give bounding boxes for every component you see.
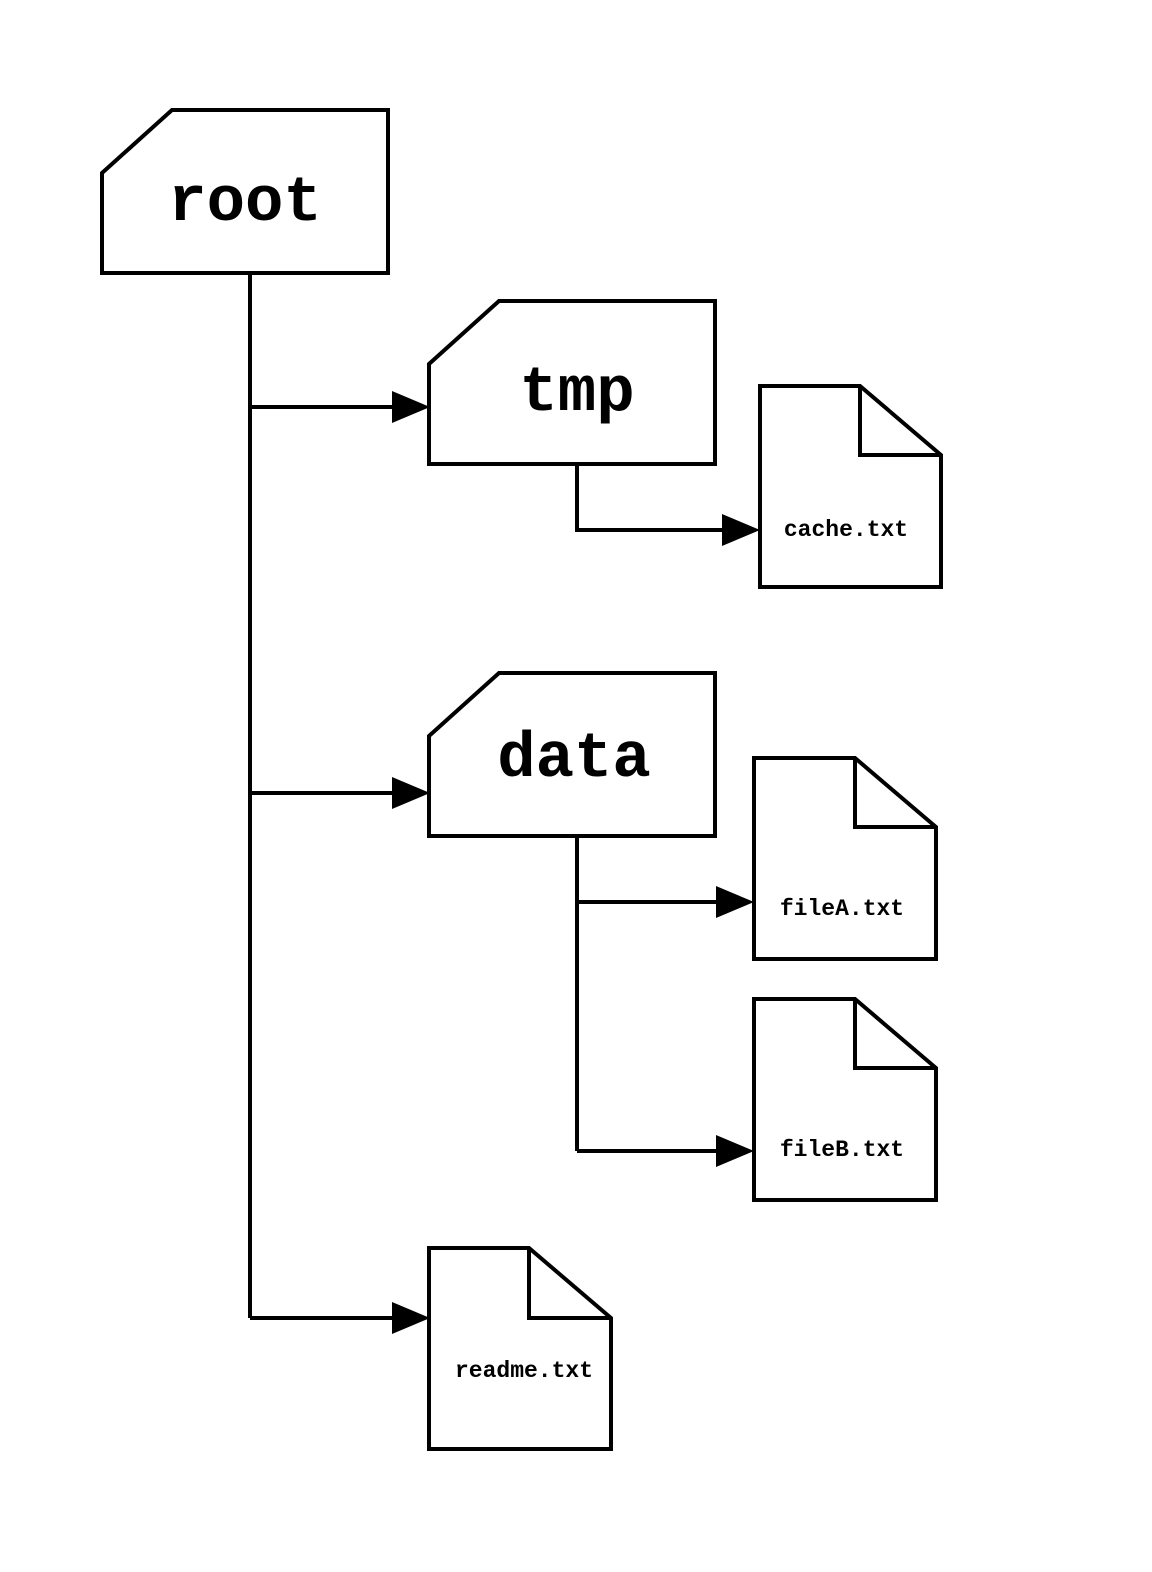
edge-tmp-cache — [575, 464, 760, 546]
folder-label-tmp: tmp — [519, 358, 634, 430]
connectors — [248, 273, 760, 1334]
folder-icon — [100, 108, 390, 275]
file-icon — [752, 756, 938, 961]
file-node-readme: readme.txt — [427, 1246, 613, 1451]
edge-tmp-cache-line — [575, 464, 724, 532]
file-node-fileA: fileA.txt — [752, 756, 938, 961]
edge-root-tmp-arrowhead — [392, 391, 430, 423]
file-fold-corner — [853, 999, 936, 1070]
folder-node-tmp: tmp — [427, 299, 717, 466]
edge-root-tmp — [250, 391, 430, 423]
file-label-readme: readme.txt — [455, 1358, 593, 1384]
file-node-fileB: fileB.txt — [752, 997, 938, 1202]
file-label-fileB: fileB.txt — [780, 1137, 904, 1163]
file-node-cache: cache.txt — [758, 384, 943, 589]
edge-root-readme — [250, 1302, 430, 1334]
file-icon — [758, 384, 943, 589]
edge-data-fileA — [577, 886, 754, 918]
edge-root-data — [250, 777, 430, 809]
edge-tmp-cache-arrowhead — [722, 514, 760, 546]
file-icon — [427, 1246, 613, 1451]
folder-label-data: data — [497, 724, 651, 796]
folder-node-data: data — [427, 671, 717, 838]
edge-root-data-arrowhead — [392, 777, 430, 809]
edge-data-fileB-arrowhead — [716, 1135, 754, 1167]
file-fold-corner — [853, 758, 936, 829]
folder-icon — [427, 671, 717, 838]
file-label-fileA: fileA.txt — [780, 896, 904, 922]
edge-root-readme-arrowhead — [392, 1302, 430, 1334]
file-label-cache: cache.txt — [784, 517, 908, 543]
edge-data-fileB — [577, 1135, 754, 1167]
file-fold-corner — [858, 386, 941, 457]
folder-icon — [427, 299, 717, 466]
edge-data-fileA-arrowhead — [716, 886, 754, 918]
folder-label-root: root — [168, 168, 322, 240]
folder-node-root: root — [100, 108, 390, 275]
file-icon — [752, 997, 938, 1202]
file-fold-corner — [527, 1248, 611, 1320]
